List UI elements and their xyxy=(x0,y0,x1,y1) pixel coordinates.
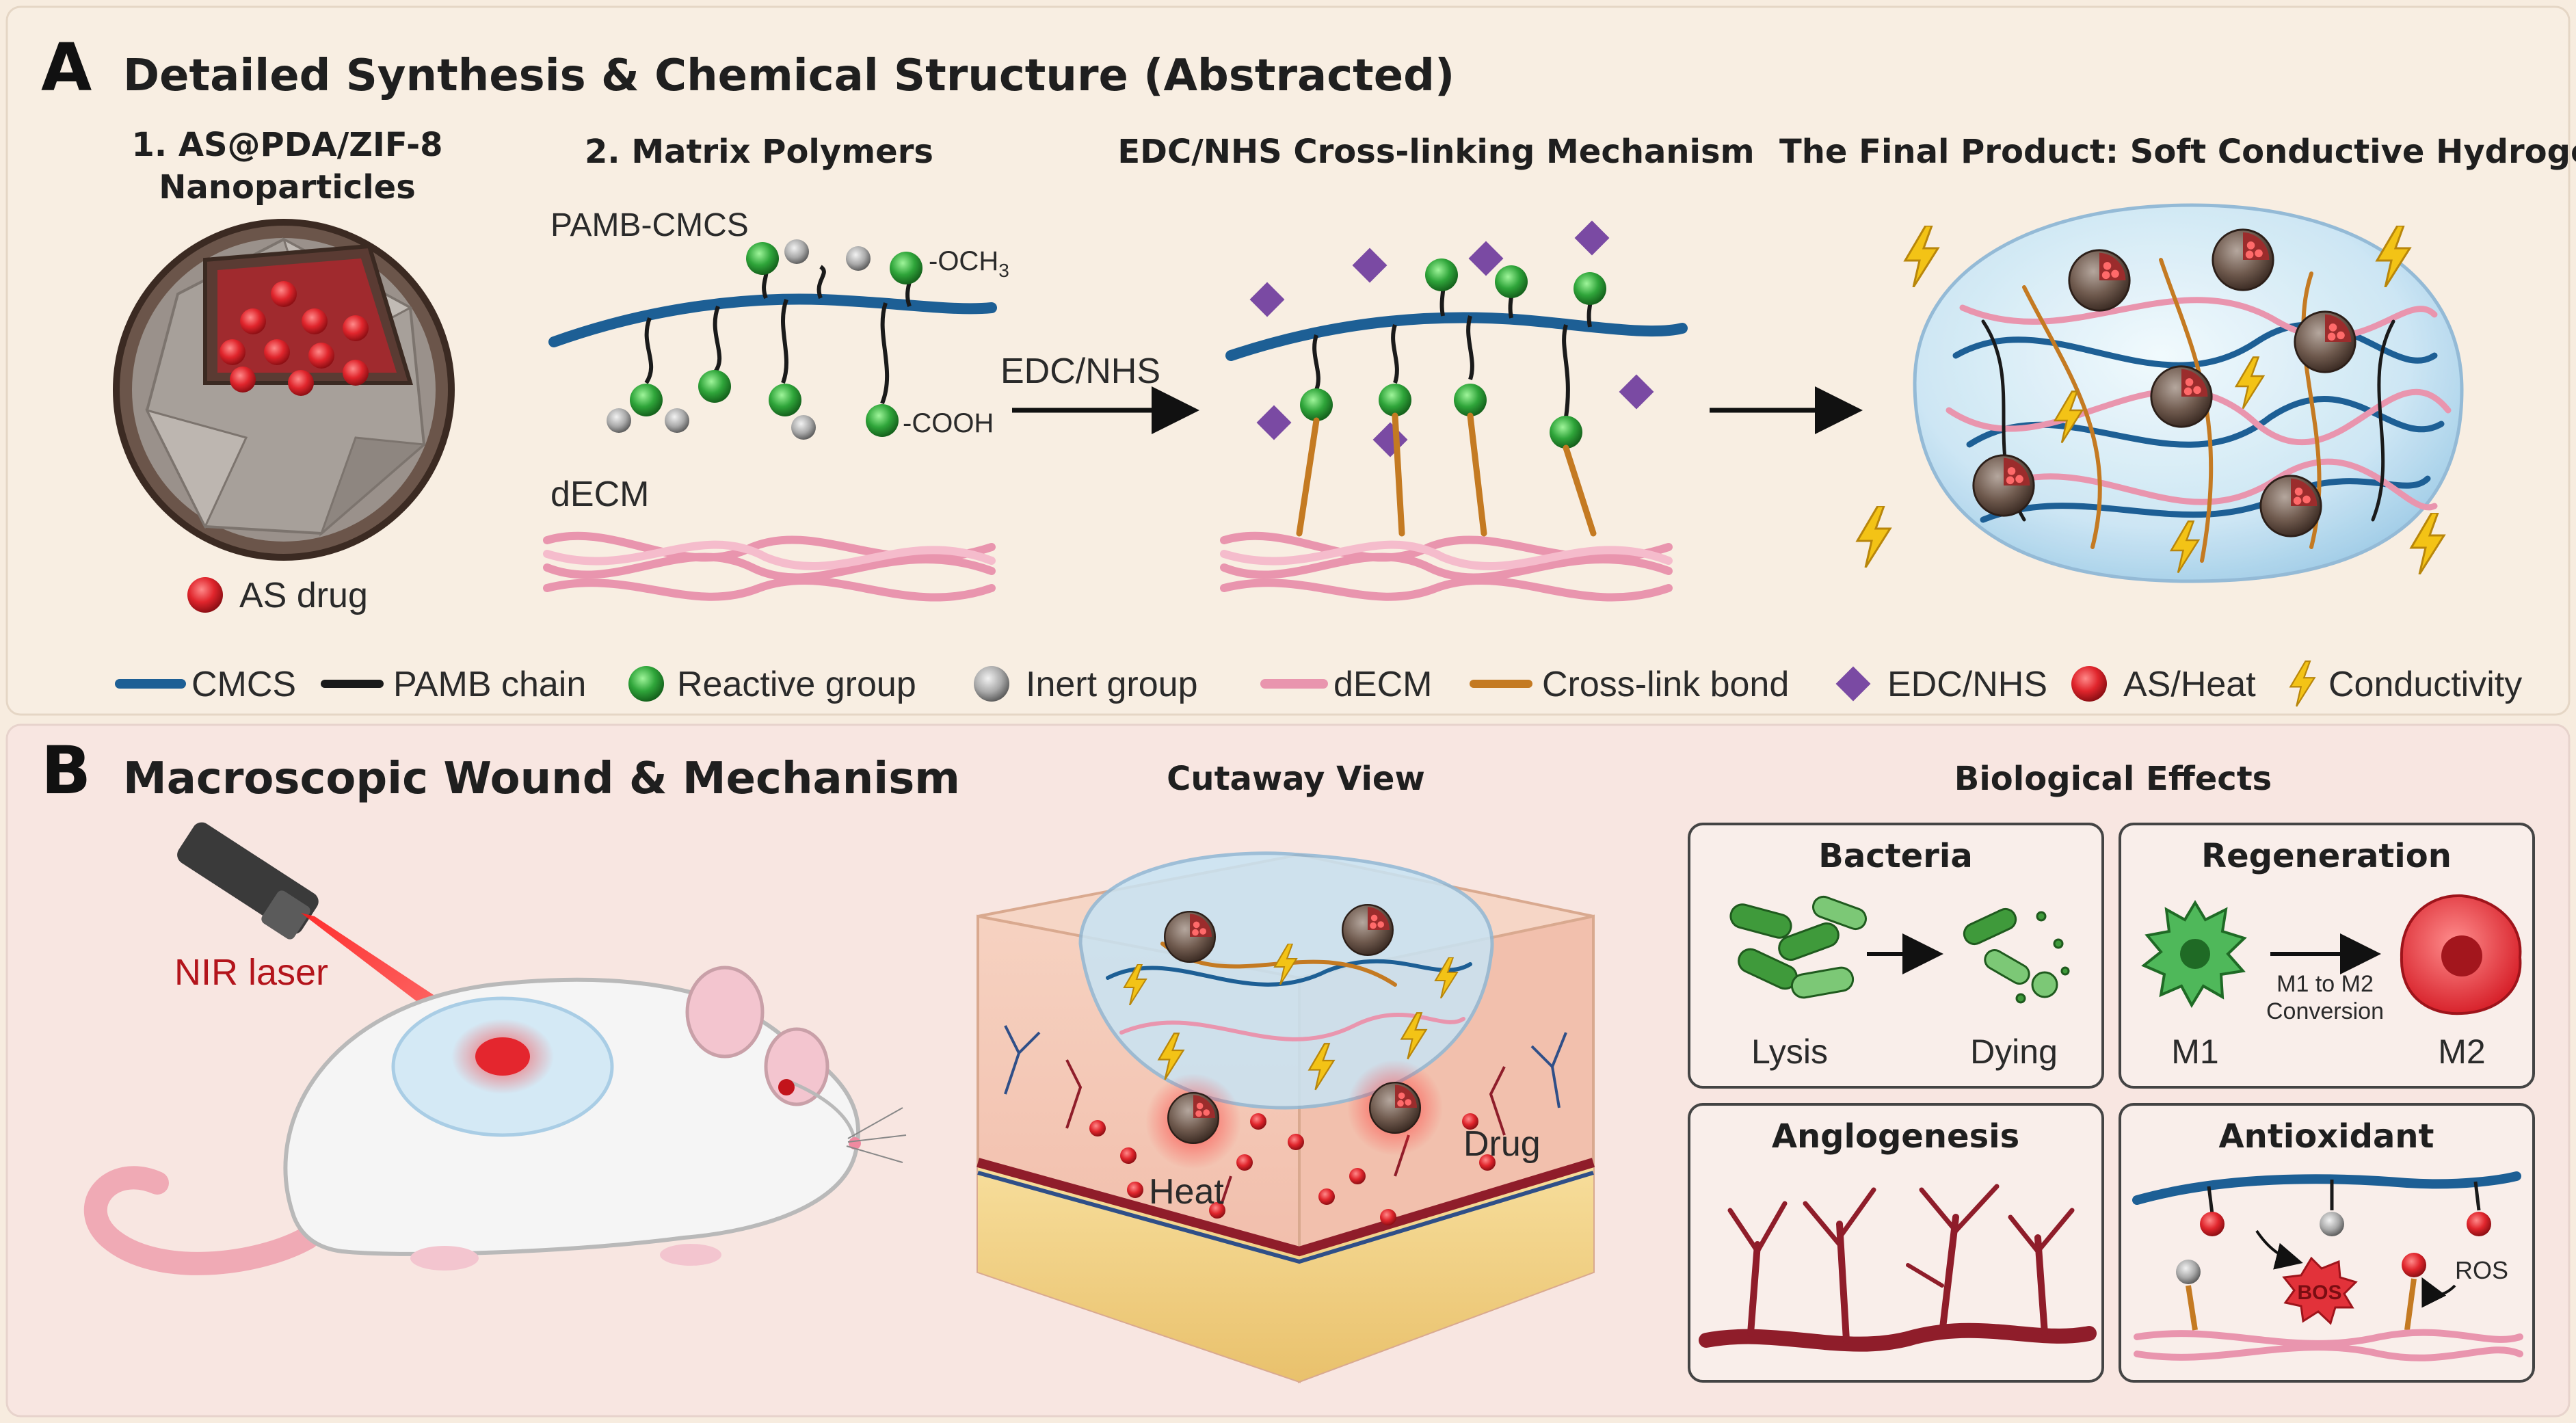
decm-label: dECM xyxy=(550,475,649,514)
reagent-label: EDC/NHS xyxy=(1000,351,1160,391)
antioxidant-title: Antioxidant xyxy=(2219,1117,2434,1156)
bacteria-box: Bacteria Lysis Dying xyxy=(1688,823,2104,1089)
as-drug-icon xyxy=(187,577,223,613)
panel-a-background xyxy=(5,5,2571,716)
conversion-label-line2: Conversion xyxy=(2266,998,2384,1024)
legend-item-decm: dECM xyxy=(1260,665,1432,704)
legend-item-reactive-group: Reactive group xyxy=(628,665,916,704)
polymer-label: PAMB-CMCS xyxy=(550,207,749,243)
green-dot-icon xyxy=(628,666,664,702)
cutaway-title: Cutaway View xyxy=(1167,760,1425,798)
nir-laser-label: NIR laser xyxy=(174,952,328,993)
step2-title: 2. Matrix Polymers xyxy=(585,133,933,171)
svg-text:Conductivity: Conductivity xyxy=(2328,665,2522,704)
svg-text:CMCS: CMCS xyxy=(191,665,296,704)
svg-text:EDC/NHS: EDC/NHS xyxy=(1887,665,2047,704)
as-drug-label: AS drug xyxy=(239,576,368,615)
antioxidant-box: Antioxidant BOS ROS xyxy=(2119,1103,2535,1383)
svg-text:Reactive group: Reactive group xyxy=(677,665,916,704)
panel-b-title: Macroscopic Wound & Mechanism xyxy=(123,754,960,804)
och3-label: -OCH3 xyxy=(929,246,1009,281)
svg-text:PAMB chain: PAMB chain xyxy=(393,665,586,704)
cooh-label: -COOH xyxy=(903,408,994,438)
decm-fibers xyxy=(543,531,996,602)
bacteria-right-label: Dying xyxy=(1970,1033,2058,1071)
crosslink-mechanism xyxy=(1220,220,1688,602)
svg-text:AS/Heat: AS/Heat xyxy=(2123,665,2256,704)
rat-illustration xyxy=(83,966,907,1275)
drug-label: Drug xyxy=(1463,1124,1541,1164)
ros-label-1: BOS xyxy=(2297,1281,2341,1304)
nanoparticle-illustration xyxy=(113,219,455,561)
red-dot-icon xyxy=(2071,666,2107,702)
ros-burst-icon xyxy=(2282,1256,2358,1325)
legend-item-as-heat: AS/Heat xyxy=(2071,665,2256,704)
mechanism-title: EDC/NHS Cross-linking Mechanism xyxy=(1117,133,1754,171)
step1-title-line2: Nanoparticles xyxy=(159,168,416,207)
panel-a-letter: A xyxy=(41,29,92,106)
regeneration-title: Regeneration xyxy=(2201,837,2452,875)
ros-label-2: ROS xyxy=(2455,1256,2508,1284)
pamb-cmcs-structure xyxy=(548,239,997,440)
conversion-label-line1: M1 to M2 xyxy=(2276,971,2374,997)
regeneration-right-label: M2 xyxy=(2438,1033,2485,1071)
bacteria-title: Bacteria xyxy=(1818,837,1972,875)
svg-text:Cross-link bond: Cross-link bond xyxy=(1542,665,1789,704)
legend-item-conductivity: Conductivity xyxy=(2289,660,2522,708)
legend-item-cmcs: CMCS xyxy=(115,665,296,704)
legend-item-cross-link-bond: Cross-link bond xyxy=(1470,665,1789,704)
heat-label: Heat xyxy=(1149,1172,1224,1212)
svg-text:dECM: dECM xyxy=(1333,665,1432,704)
angiogenesis-title: Anglogenesis xyxy=(1772,1117,2019,1156)
regeneration-box: Regeneration M1 to M2 Conversion M1 M2 xyxy=(2119,823,2535,1089)
hydrogel-illustration xyxy=(1856,203,2464,583)
regeneration-left-label: M1 xyxy=(2171,1033,2218,1071)
bacteria-left-label: Lysis xyxy=(1751,1033,1828,1071)
gray-dot-icon xyxy=(974,666,1009,702)
legend-item-pamb-chain: PAMB chain xyxy=(321,665,586,704)
svg-text:Inert group: Inert group xyxy=(1026,665,1198,704)
step1-title-line1: 1. AS@PDA/ZIF-8 xyxy=(131,126,442,164)
panel-b-letter: B xyxy=(41,732,91,809)
angiogenesis-box: Anglogenesis xyxy=(1688,1103,2104,1383)
legend: CMCS PAMB chain Reactive group Inert gro… xyxy=(115,660,2522,708)
legend-item-inert-group: Inert group xyxy=(974,665,1198,704)
effects-title: Biological Effects xyxy=(1954,760,2272,798)
skin-cutaway-illustration xyxy=(977,851,1595,1383)
panel-a-title: Detailed Synthesis & Chemical Structure … xyxy=(123,51,1455,101)
product-title: The Final Product: Soft Conductive Hydro… xyxy=(1779,133,2576,171)
